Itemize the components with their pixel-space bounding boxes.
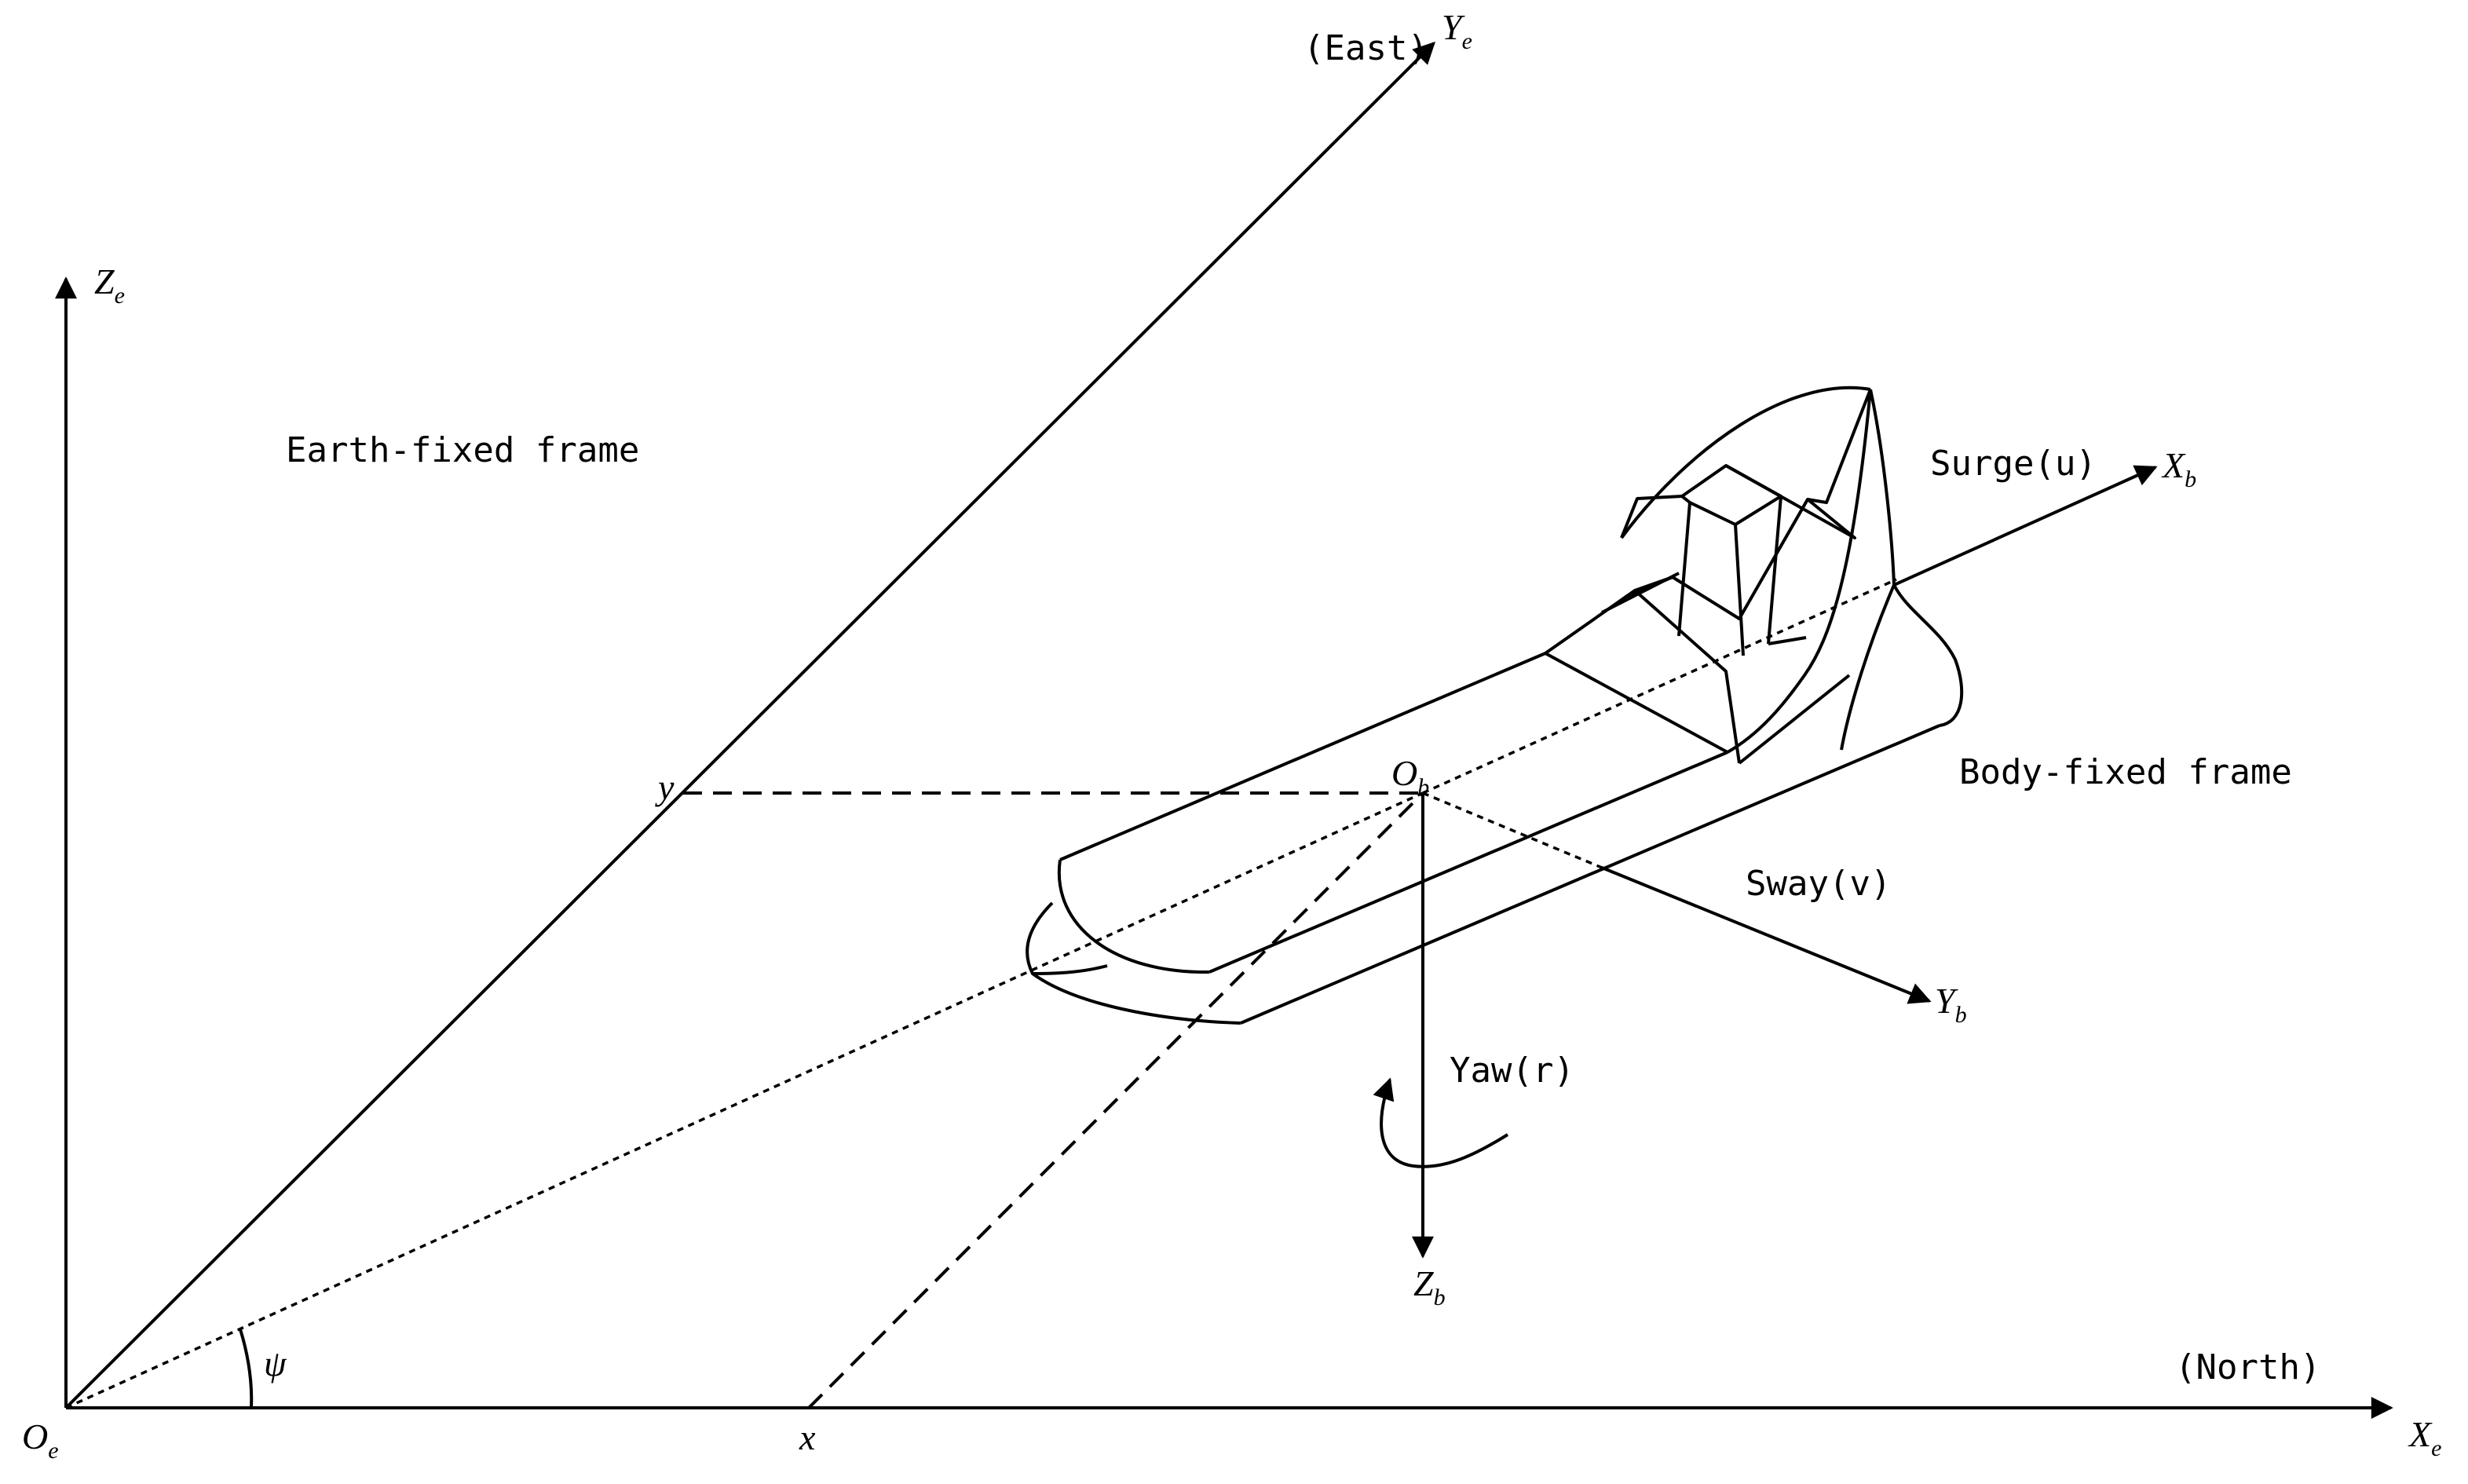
x-projection-line xyxy=(807,791,1424,1409)
earth-frame-label: Earth-fixed frame xyxy=(286,430,639,470)
body-x-axis xyxy=(1893,465,2158,587)
x-position-label: x xyxy=(799,1417,816,1457)
earth-y-axis xyxy=(64,42,1435,1409)
body-x-axis-label: Xb xyxy=(2161,445,2196,492)
heading-angle-arc xyxy=(239,1329,254,1409)
north-direction-label: (North) xyxy=(2175,1347,2320,1387)
body-y-axis-label: Yb xyxy=(1935,981,1967,1028)
earth-origin-label: Oe xyxy=(22,1416,59,1464)
east-direction-label: (East) xyxy=(1303,28,1428,68)
body-y-axis xyxy=(1601,866,1932,1004)
y-position-label: y xyxy=(655,767,675,807)
earth-y-axis-label: Ye xyxy=(1442,7,1472,54)
earth-z-axis-label: Ze xyxy=(94,261,125,309)
body-origin-label: Ob xyxy=(1391,753,1429,800)
sway-dotted-line xyxy=(1422,791,1603,869)
surge-label: Surge(u) xyxy=(1930,444,2097,484)
heading-angle-label: ψ xyxy=(264,1343,287,1383)
body-frame-label: Body-fixed frame xyxy=(1959,752,2292,792)
earth-x-axis-label: Xe xyxy=(2408,1414,2441,1461)
sway-label: Sway(v) xyxy=(1746,864,1891,904)
yaw-label: Yaw(r) xyxy=(1450,1051,1574,1091)
body-z-axis-label: Zb xyxy=(1413,1263,1446,1310)
vessel-centerline xyxy=(1422,578,1897,795)
yaw-rotation-arrow xyxy=(1373,1077,1509,1168)
position-vector-line xyxy=(65,791,1424,1409)
vessel-hull xyxy=(1026,386,1964,1025)
